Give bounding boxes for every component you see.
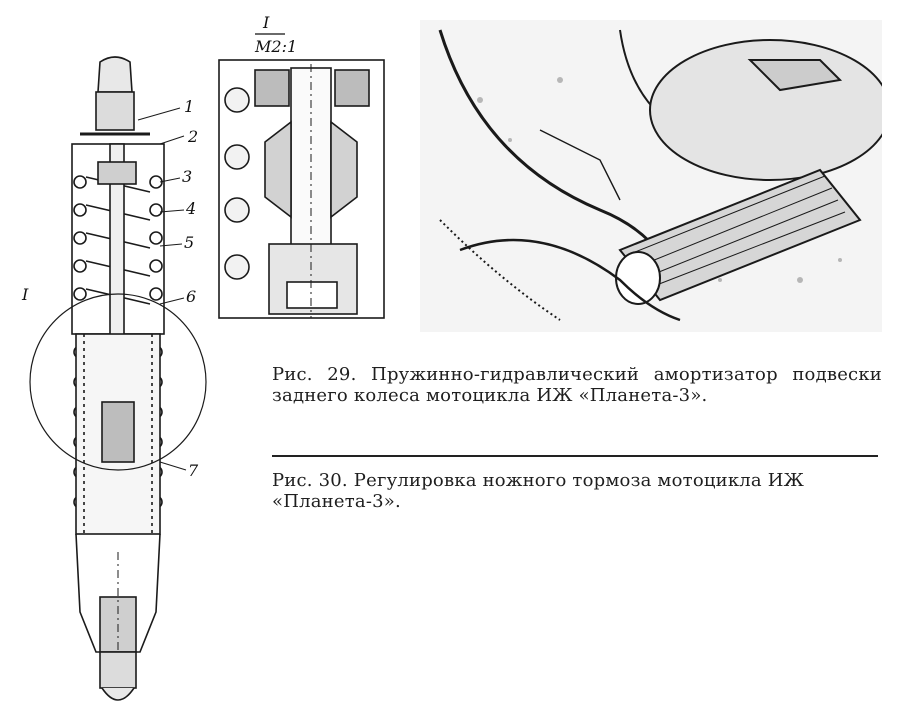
detail-scale: M2:1 — [254, 37, 297, 56]
figure-30-caption: Рис. 30. Регулировка ножного тормоза мот… — [272, 470, 805, 512]
callout-6: 6 — [186, 287, 196, 306]
section-marker-i: I — [21, 285, 29, 304]
brake-adjustment-illustration — [420, 20, 882, 332]
callout-3: 3 — [182, 167, 192, 186]
callout-2: 2 — [187, 127, 198, 146]
callout-5: 5 — [184, 233, 194, 252]
caption-divider — [272, 455, 878, 457]
detail-title: I — [262, 13, 270, 32]
callout-1: 1 — [184, 97, 194, 116]
detail-view-drawing: I M2:1 — [215, 12, 390, 322]
figure-29-caption: Рис. 29. Пружинно-гидравлический амортиз… — [272, 364, 882, 406]
shock-absorber-drawing: I 1 2 3 4 5 6 7 — [20, 52, 220, 722]
callout-7: 7 — [188, 461, 199, 480]
callout-4: 4 — [185, 199, 196, 218]
